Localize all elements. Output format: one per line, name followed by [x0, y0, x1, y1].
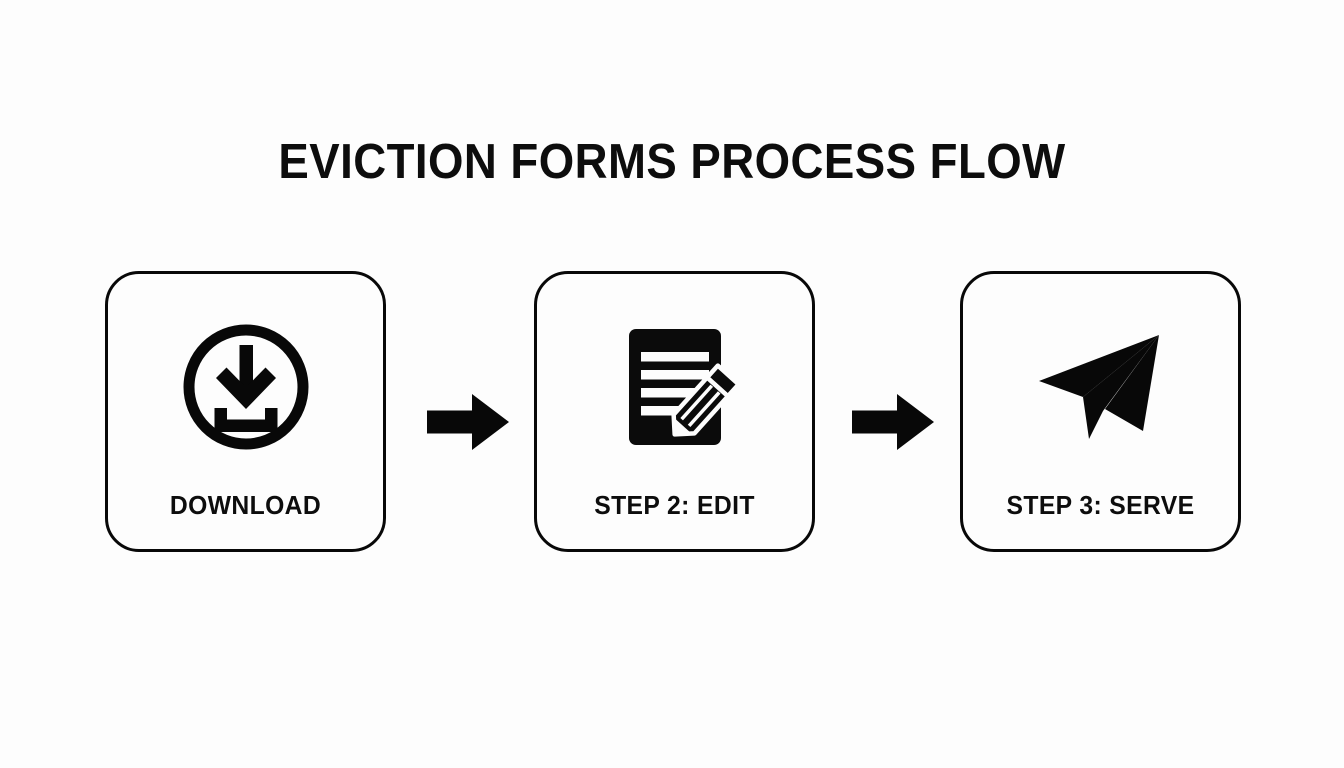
- download-icon: [108, 312, 383, 462]
- paper-plane-icon: [963, 312, 1238, 462]
- process-flow-row: DOWNLOAD: [0, 271, 1344, 563]
- step-card-label: STEP 3: SERVE: [1006, 490, 1195, 520]
- flow-arrow-1: [427, 393, 509, 451]
- step-card-download[interactable]: DOWNLOAD: [105, 271, 386, 552]
- step-card-serve[interactable]: STEP 3: SERVE: [960, 271, 1241, 552]
- document-edit-icon: [537, 312, 812, 462]
- step-card-label: STEP 2: EDIT: [594, 490, 755, 520]
- step-card-label: DOWNLOAD: [169, 490, 322, 520]
- step-card-edit[interactable]: STEP 2: EDIT: [534, 271, 815, 552]
- flow-arrow-2: [852, 393, 934, 451]
- page-title: EVICTION FORMS PROCESS FLOW: [278, 135, 1066, 189]
